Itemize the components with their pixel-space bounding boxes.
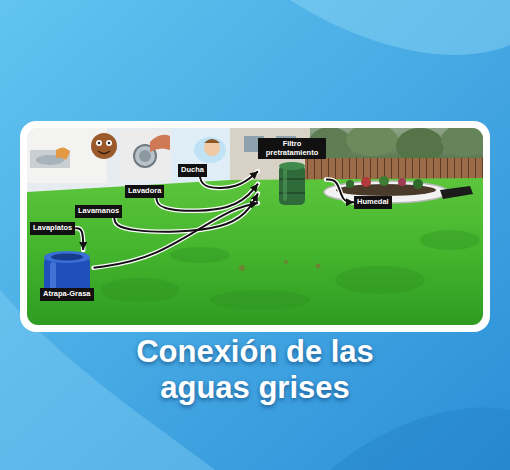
fixture-label: Atrapa-Grasa [40,288,94,301]
connector-casing [200,171,258,188]
label-box: Lavamanos [75,205,122,218]
label-box: Filtro pretratamiento [258,138,326,207]
flow-arrow [114,193,258,231]
label-box: Ducha [178,164,207,177]
fixture-label: Ducha [178,164,207,177]
kitchen-photos [27,128,230,183]
flow-arrow [326,180,354,203]
connector-casing [114,193,258,231]
label-box: Atrapa-Grasa [40,250,94,301]
card [20,121,490,332]
label-box: Humedal [354,196,392,209]
label-box: Lavaplatos [30,222,75,235]
flow-arrow [156,184,258,211]
swoosh [290,0,510,55]
label-box: Lavadora [125,185,164,198]
fixture-label: Lavadora [125,185,164,198]
fixture-label: Humedal [354,196,392,209]
lawn [27,178,483,325]
flow-arrow [200,171,258,188]
garden-scene [27,128,483,325]
fixture-label: Filtro pretratamiento [258,138,326,159]
grass-texture [100,230,480,310]
poster-title: Conexión de las aguas grises [90,334,420,406]
soil-patches [239,260,321,271]
filter-barrel [277,161,307,207]
fixture-label: Lavamanos [75,205,122,218]
swoosh [330,408,510,470]
wetland [324,176,473,203]
flow-arrow [75,228,83,250]
connector-casing [326,180,354,203]
fixture-label: Lavaplatos [30,222,75,235]
connector-casing [75,228,83,250]
connector-casing [156,184,258,211]
